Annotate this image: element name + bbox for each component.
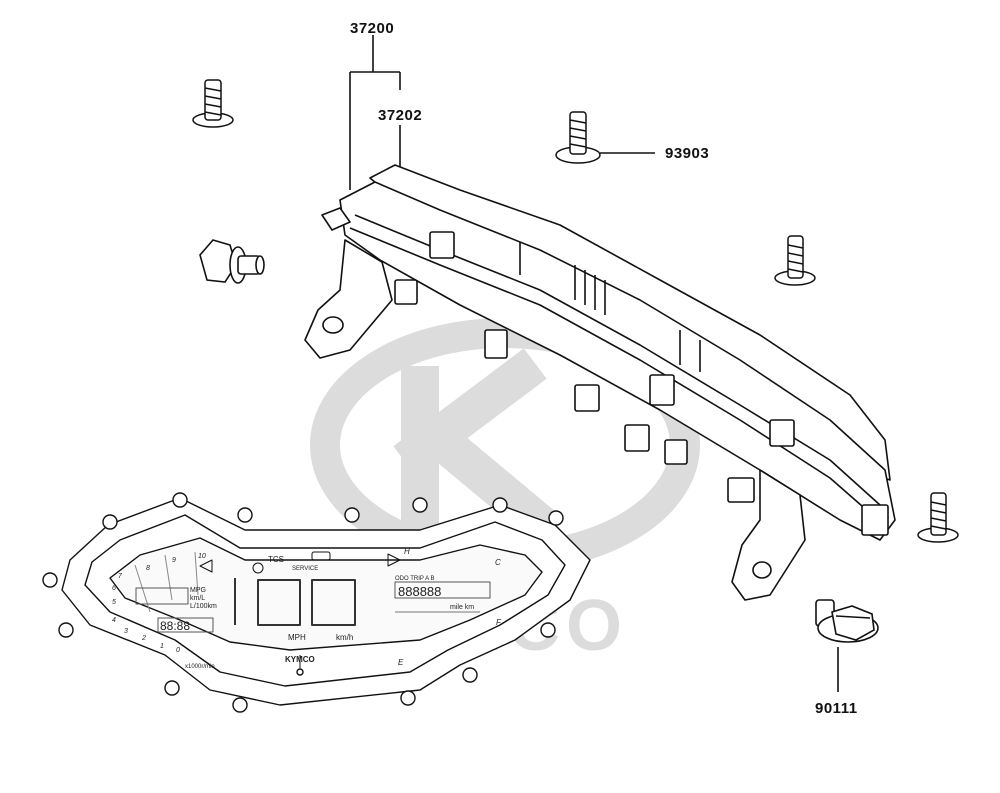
flange-bolt-left xyxy=(199,239,265,284)
rpm-tick-10: 10 xyxy=(198,553,206,560)
screw-right-mid xyxy=(774,235,816,286)
screw-top-left xyxy=(192,79,234,128)
dash-mph: MPH xyxy=(288,633,306,642)
dash-temp-cold: C xyxy=(495,558,501,567)
dash-odo-labels: ODO TRIP A B xyxy=(395,576,434,582)
rpm-tick-2: 2 xyxy=(141,635,146,642)
leader-lines xyxy=(349,35,839,692)
rpm-tick-labels: 0 1 2 3 4 5 6 7 8 9 10 xyxy=(112,553,206,654)
rpm-tick-4: 4 xyxy=(112,617,116,624)
dash-tcs: TCS xyxy=(268,555,284,564)
dash-l100: L/100km xyxy=(190,603,217,610)
dashboard-front xyxy=(42,492,591,713)
rpm-tick-0: 0 xyxy=(176,647,180,654)
rpm-tick-9: 9 xyxy=(172,557,176,564)
rpm-tick-1: 1 xyxy=(160,643,164,650)
rpm-tick-8: 8 xyxy=(146,565,150,572)
dash-kmh: km/h xyxy=(336,633,353,642)
dash-brand: KYMCO xyxy=(285,655,315,664)
dash-service: SERVICE xyxy=(292,566,318,572)
screw-93903 xyxy=(555,111,601,164)
dash-rpm-unit: x1000r/min xyxy=(185,664,215,670)
dash-fuel-full: F xyxy=(496,618,502,627)
dash-kml: km/L xyxy=(190,595,205,602)
rpm-tick-7: 7 xyxy=(118,573,123,580)
part-label-37200: 37200 xyxy=(350,20,395,37)
flange-bolt-90111 xyxy=(815,599,879,643)
part-label-37202: 37202 xyxy=(378,107,423,124)
meter-housing xyxy=(304,164,896,601)
dash-fuel-empty: E xyxy=(398,658,404,667)
screw-far-right xyxy=(917,492,959,543)
dashboard-labels: TCS SERVICE MPG km/L L/100km 88:88 ODO T… xyxy=(112,547,502,670)
part-label-93903: 93903 xyxy=(665,145,710,162)
dash-mpg: MPG xyxy=(190,587,206,594)
dash-temp-hot: H xyxy=(404,547,410,556)
part-label-90111: 90111 xyxy=(815,700,858,717)
dash-odo: 888888 xyxy=(398,584,441,599)
dash-odo-units: mile km xyxy=(450,604,474,611)
rpm-tick-3: 3 xyxy=(124,628,128,635)
rpm-tick-6: 6 xyxy=(112,585,116,592)
dash-clock: 88:88 xyxy=(160,619,190,633)
rpm-tick-5: 5 xyxy=(112,599,116,606)
